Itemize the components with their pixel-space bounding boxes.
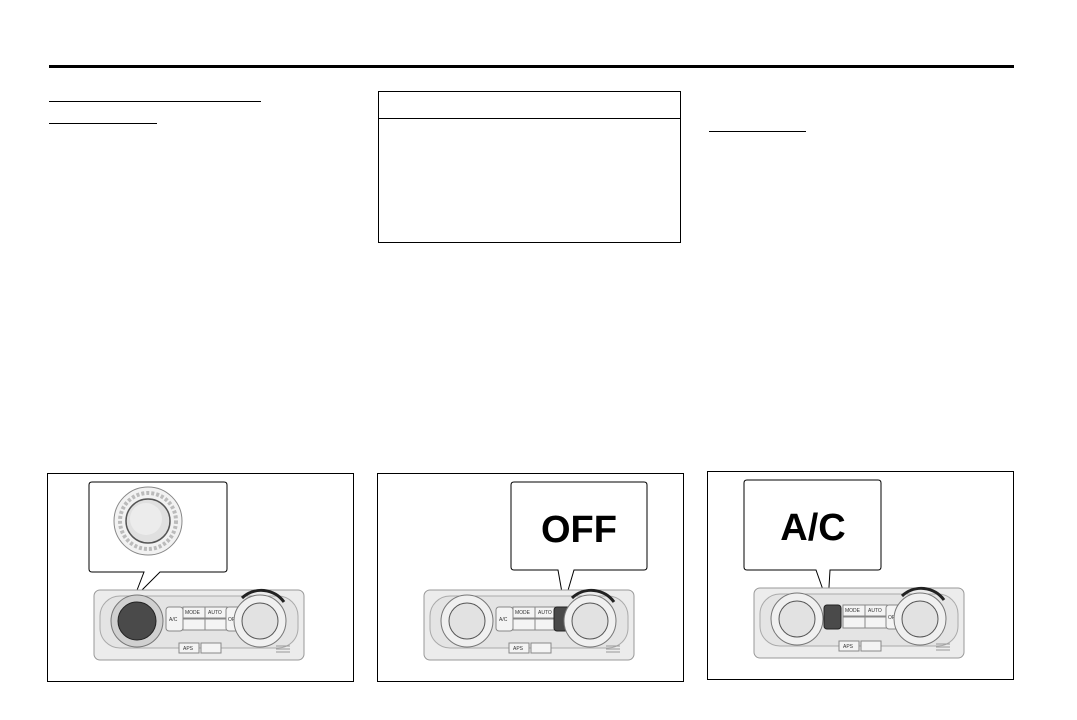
callout-off-text: OFF — [541, 509, 617, 551]
panel-aps-label: APS — [183, 646, 194, 652]
panel-mode-label: MODE — [185, 610, 201, 616]
section-heading-underline-2 — [49, 123, 157, 124]
panel-auto-label: AUTO — [868, 608, 882, 614]
callout-ac-text: A/C — [780, 507, 845, 549]
section-heading-underline-1 — [49, 101, 261, 102]
ac-button-icon — [823, 604, 842, 630]
panel-aps-label: APS — [513, 646, 524, 652]
header-rule — [49, 65, 1014, 68]
panel-auto-label: AUTO — [208, 610, 222, 616]
panel-mode-label: MODE — [515, 610, 531, 616]
caution-box-header — [379, 92, 680, 119]
figure-1-illustration: A/C MODE AUTO OFF APS — [88, 481, 305, 661]
figure-temperature-knob: A/C MODE AUTO OFF APS — [47, 473, 354, 682]
caution-box — [378, 91, 681, 243]
figure-ac-button: A/C MODE AUTO OFF APS — [707, 471, 1014, 680]
figure-3-illustration: A/C MODE AUTO OFF APS — [743, 479, 965, 659]
panel-aps-label: APS — [843, 644, 854, 650]
panel-mode-label: MODE — [845, 608, 861, 614]
panel-off-label: OFF — [888, 615, 898, 621]
temperature-knob-icon — [113, 486, 183, 556]
panel-ac-label: A/C — [499, 617, 508, 623]
figure-2-illustration: OFF A/C MODE AUTO APS — [423, 481, 648, 661]
panel-off-label: OFF — [228, 617, 238, 623]
figure-off-button: OFF A/C MODE AUTO APS — [377, 473, 684, 682]
section-heading-underline-3 — [709, 131, 806, 132]
panel-ac-label: A/C — [169, 617, 178, 623]
panel-auto-label: AUTO — [538, 610, 552, 616]
